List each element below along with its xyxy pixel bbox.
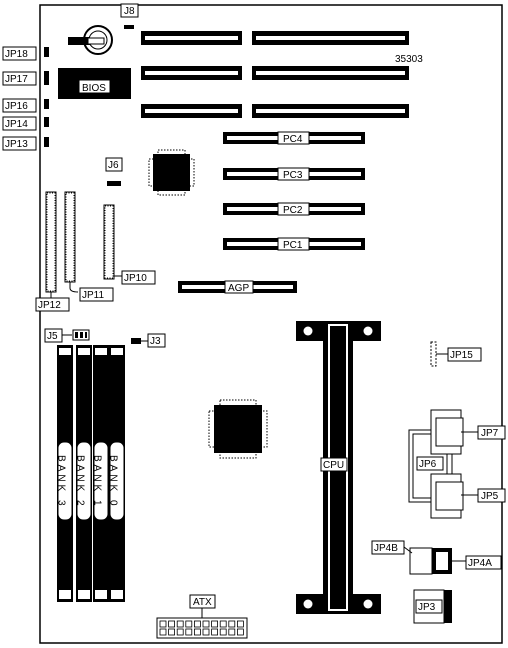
memory-bank-0: BANK 0 [108,345,125,602]
memory-bank-2-label: BANK 2 [75,455,86,509]
j8-label: J8 [124,6,135,17]
jp4b-jumper: JP4B [371,540,413,555]
cpu-slot: CPU [296,321,381,614]
atx-pin [185,628,193,636]
memory-bank-3-label: BANK 3 [56,455,67,509]
serial-connector-jp5: JP5 [430,473,506,519]
jp4a-jumper: JP4A [452,555,502,570]
jp13-jumper: JP13 [2,136,49,151]
agp-slot: AGP [178,280,297,294]
pci-slot-3-label: PC3 [283,170,303,181]
jp15-label: JP15 [450,350,473,361]
atx-pin [193,628,201,636]
atx-power-connector: ATX [156,594,248,639]
atx-pin [168,628,176,636]
bios-label: BIOS [82,83,106,94]
memory-bank-0-label: BANK 0 [108,455,119,509]
atx-pin [236,620,244,628]
jp17-label: JP17 [5,74,28,85]
ps2-connector [409,547,452,575]
jp16-label: JP16 [5,101,28,112]
jp13-label: JP13 [5,139,28,150]
atx-label: ATX [193,597,212,608]
jp16-jumper: JP16 [2,98,49,113]
atx-pin [159,628,167,636]
jp3-label: JP3 [418,602,436,613]
jp15-jumper: JP15 [430,341,482,367]
serial-connector-jp7: JP7 [430,409,506,455]
floppy-header-jp10 [103,204,115,280]
memory-bank-1-label: BANK 1 [92,455,103,509]
jp4b-label: JP4B [374,543,398,554]
atx-pin [236,628,244,636]
jp7-label: JP7 [481,428,499,439]
jp14-label: JP14 [5,119,28,130]
j3-label: J3 [150,336,161,347]
battery [68,25,113,55]
pci-slot-1-label: PC1 [283,240,303,251]
pci-slot-2: PC2 [223,202,365,216]
j8-jumper: J8 [120,3,139,29]
atx-pin [202,628,210,636]
jp6-label: JP6 [419,459,437,470]
usb-connector-jp3: JP3 [413,589,452,624]
ide-header-jp11 [64,191,76,283]
bios-chip: BIOS [58,68,131,99]
atx-pin [168,620,176,628]
pci-slot-2-label: PC2 [283,205,303,216]
atx-pin [228,620,236,628]
pci-slot-1: PC1 [223,237,365,251]
atx-pin [185,620,193,628]
jp12-label: JP12 [38,300,61,311]
atx-pin [193,620,201,628]
atx-pin [211,628,219,636]
j6-jumper: J6 [105,157,123,186]
part-number: 35303 [395,54,423,65]
memory-bank-3: BANK 3 [56,345,73,602]
isa-slots [141,31,409,118]
chipset-lower [208,399,268,459]
j6-label: J6 [108,160,119,171]
j5-label: J5 [47,331,58,342]
pci-slot-4-label: PC4 [283,134,303,145]
atx-pin [228,628,236,636]
jp10-jumper: JP10 [114,270,156,285]
atx-pin [219,620,227,628]
atx-pin [202,620,210,628]
atx-pin [176,628,184,636]
pci-slot-4: PC4 [223,131,365,145]
atx-pin [159,620,167,628]
ide-header-jp12 [45,191,57,293]
j5-jumper: J5 [44,328,90,343]
jp11-jumper: JP11 [69,282,114,302]
jp14-jumper: JP14 [2,116,49,131]
pci-slot-3: PC3 [223,167,365,181]
jp5-label: JP5 [481,491,499,502]
chipset-upper [148,149,195,196]
jp11-label: JP11 [82,290,104,301]
cpu-label: CPU [323,460,344,471]
memory-bank-2: BANK 2 [75,345,92,602]
memory-bank-1: BANK 1 [92,345,109,602]
agp-label: AGP [228,283,249,294]
jp12-jumper: JP12 [35,292,70,312]
atx-pin [211,620,219,628]
jp10-label: JP10 [124,273,147,284]
jp4a-label: JP4A [468,558,492,569]
j3-jumper: J3 [131,333,166,348]
jp18-label: JP18 [5,49,28,60]
atx-pin [219,628,227,636]
atx-pin [176,620,184,628]
jp17-jumper: JP17 [2,71,49,86]
jp18-jumper: JP18 [2,46,49,61]
